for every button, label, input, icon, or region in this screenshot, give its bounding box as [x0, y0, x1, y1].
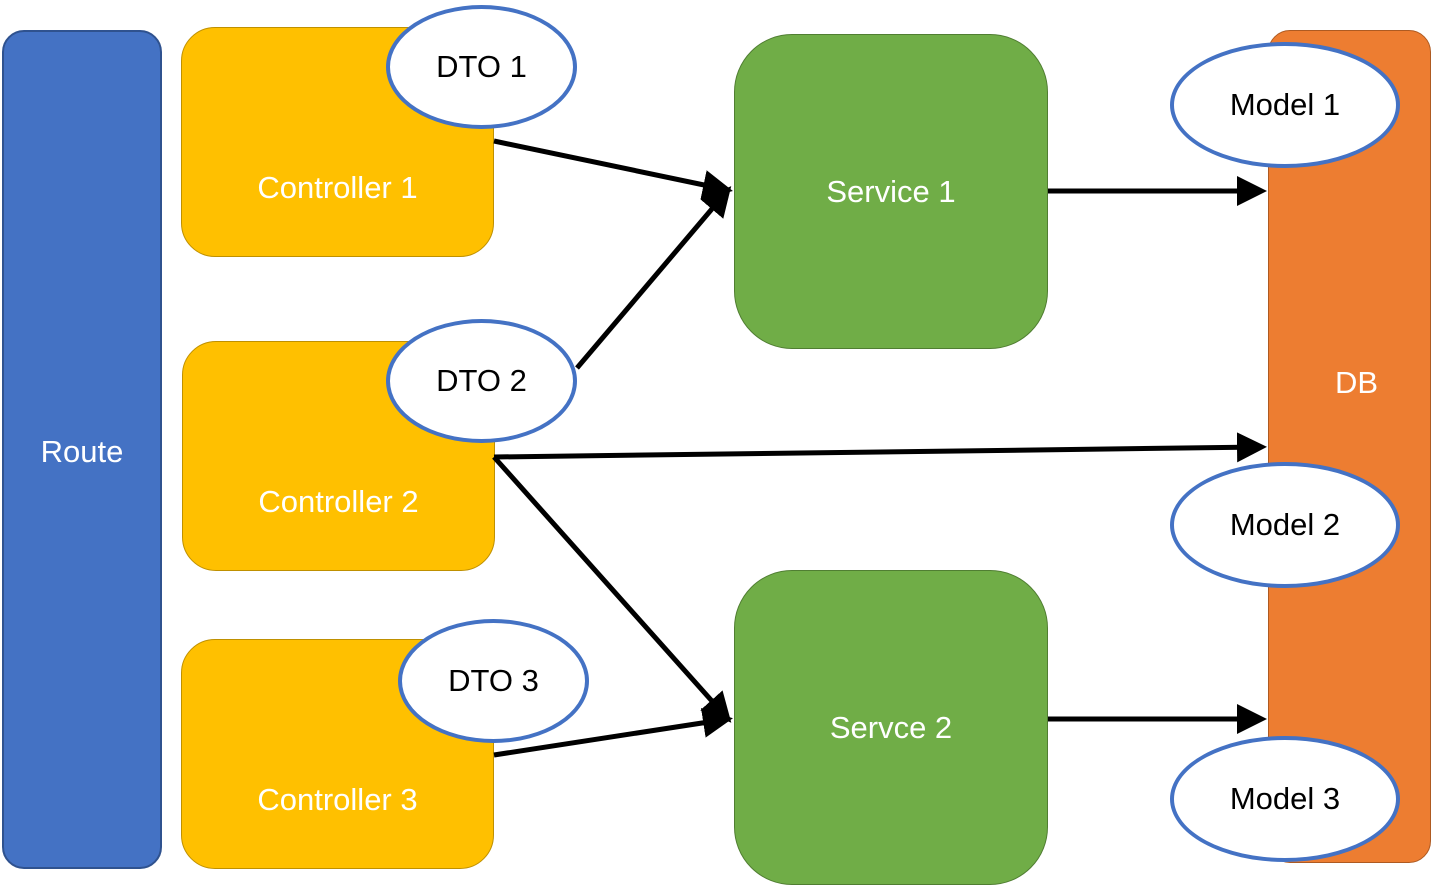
- model-3-ellipse: Model 3: [1170, 736, 1400, 862]
- model-3-label: Model 3: [1229, 781, 1341, 816]
- arrow-controller2-to-service2: [492, 455, 732, 723]
- controller-1-label: Controller 1: [257, 170, 418, 205]
- arrow-controller2-to-db: [493, 432, 1267, 463]
- service-2-label: Servce 2: [829, 709, 953, 745]
- controller-1-block: Controller 1: [181, 27, 494, 257]
- db-label: DB: [1334, 365, 1379, 400]
- dto-3-label: DTO 3: [448, 663, 539, 698]
- controller-3-label: Controller 3: [257, 782, 418, 817]
- service-1-label: Service 1: [826, 173, 956, 209]
- route-label: Route: [40, 434, 124, 469]
- model-1-ellipse: Model 1: [1170, 42, 1400, 168]
- db-block: DB: [1268, 30, 1431, 863]
- service-2-block: Servce 2: [734, 570, 1048, 885]
- arrow-controller1-to-service1: [493, 138, 733, 200]
- dto-1-label: DTO 1: [436, 49, 527, 84]
- controller-2-label: Controller 2: [258, 484, 419, 519]
- route-block: Route: [2, 30, 162, 869]
- dto-3-ellipse: DTO 3: [398, 619, 589, 743]
- model-1-label: Model 1: [1229, 87, 1341, 122]
- dto-2-label: DTO 2: [436, 363, 527, 398]
- dto-2-ellipse: DTO 2: [386, 319, 577, 443]
- arrow-controller3-to-service2: [493, 707, 733, 758]
- arrow-controller2-to-service1: [575, 186, 732, 370]
- model-2-label: Model 2: [1229, 507, 1341, 542]
- dto-1-ellipse: DTO 1: [386, 5, 577, 129]
- service-1-block: Service 1: [734, 34, 1048, 349]
- model-2-ellipse: Model 2: [1170, 462, 1400, 588]
